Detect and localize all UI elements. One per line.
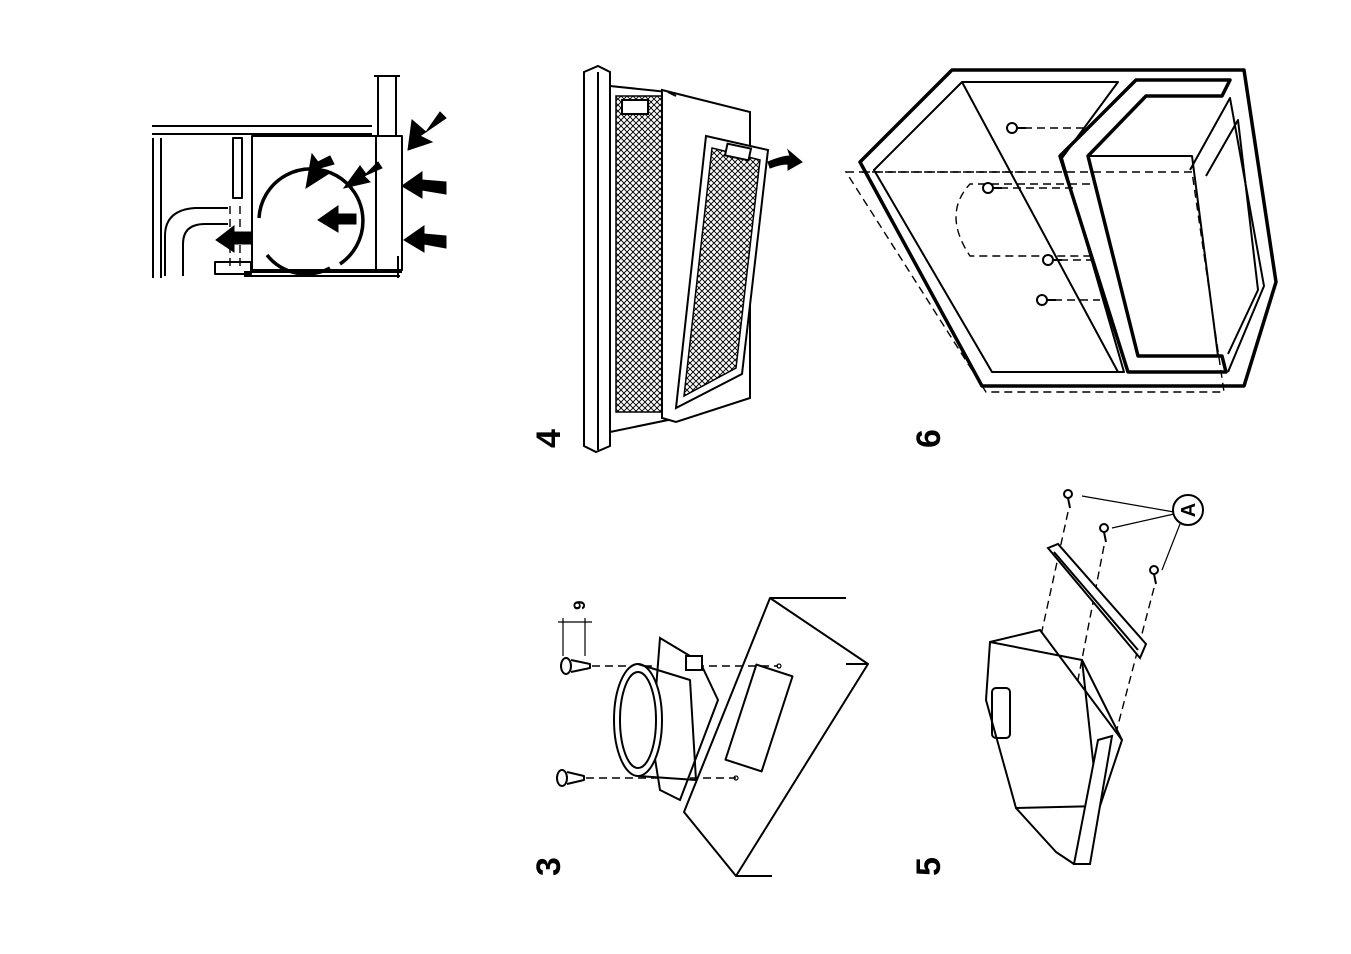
figure-5-number: 5	[910, 857, 948, 876]
figure-4: 4	[530, 66, 802, 452]
screw-icon	[1150, 566, 1158, 584]
airflow-arrow-icon	[318, 206, 356, 232]
figure-3: 3 9	[530, 598, 868, 876]
screw-icon	[1100, 524, 1108, 542]
airflow-arrow-icon	[402, 172, 446, 198]
figure-3-number: 3	[530, 857, 568, 876]
screw-icon	[1007, 123, 1026, 133]
airflow-arrow-icon	[408, 112, 446, 150]
figure-4-number: 4	[530, 429, 568, 448]
figure-5: 5 A	[910, 490, 1203, 876]
figure-6: 6	[846, 70, 1276, 448]
screw-icon	[983, 183, 1002, 193]
figure-6-number: 6	[910, 429, 948, 448]
airflow-arrow-icon	[404, 226, 446, 252]
screw-icon	[1037, 295, 1056, 305]
screw-icon	[1064, 490, 1072, 508]
screw-icon	[561, 658, 590, 674]
callout-label-a: A	[1178, 503, 1200, 517]
screw-icon	[557, 770, 584, 786]
airflow-arrow-icon	[216, 226, 252, 252]
removal-arrow-icon	[768, 150, 802, 170]
airflow-diagram	[152, 76, 446, 278]
dimension-label: 9	[570, 601, 589, 610]
